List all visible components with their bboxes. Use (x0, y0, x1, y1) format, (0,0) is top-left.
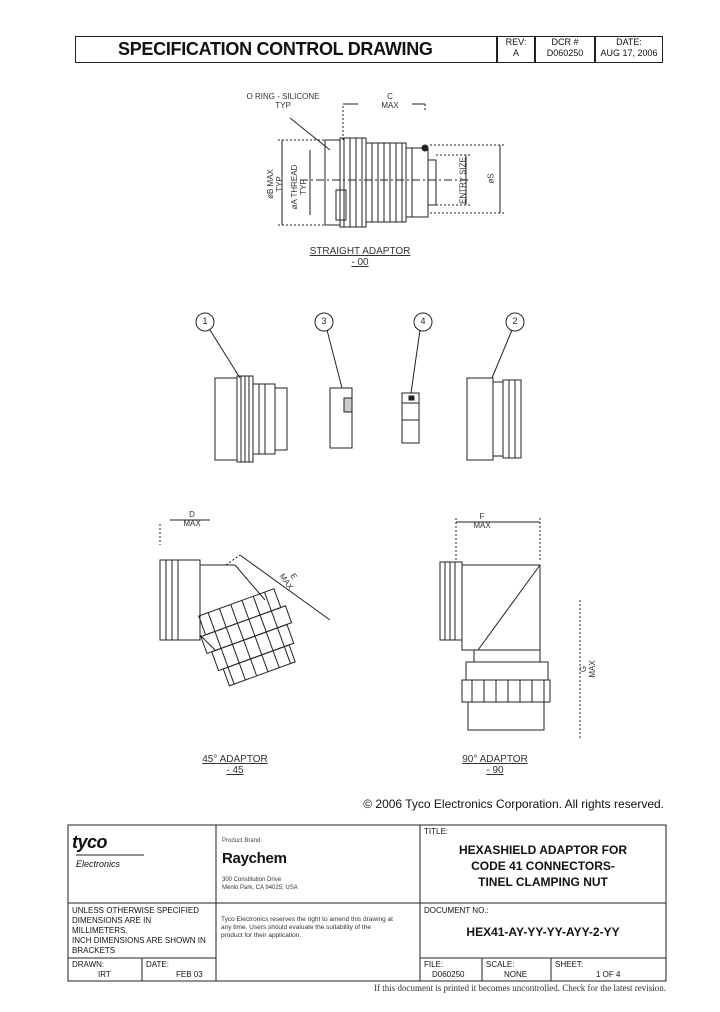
adaptor-45-caption: 45° ADAPTOR - 45 (190, 754, 280, 776)
file-label: FILE: (424, 960, 444, 969)
drawing-title: SPECIFICATION CONTROL DRAWING (75, 36, 497, 63)
notes-line3: MILLIMETERS. (72, 926, 128, 935)
notes-line4: INCH DIMENSIONS ARE SHOWN IN (72, 936, 206, 945)
date-value: AUG 17, 2006 (600, 48, 658, 58)
g-max-text: MAX (588, 660, 597, 678)
drawing-title-text: SPECIFICATION CONTROL DRAWING (118, 39, 433, 59)
balloon-4: 4 (420, 316, 426, 326)
title-line1: HEXASHIELD ADAPTOR FOR (458, 843, 627, 857)
adaptor-45-drawing (159, 519, 331, 687)
entry-size-label: ENTRY SIZE (459, 146, 468, 216)
adaptor-45-title: 45° ADAPTOR (202, 754, 268, 765)
raychem-logo: Raychem (222, 850, 287, 867)
dcr-label: DCR # (551, 37, 579, 47)
drawn-label: DRAWN: (72, 960, 105, 969)
address: 300 Constitution Drive Menlo Park, CA 94… (222, 876, 298, 892)
adaptor-90-title: 90° ADAPTOR (462, 754, 528, 765)
c-max-text: MAX (381, 101, 399, 110)
parts-exploded-view (195, 312, 525, 463)
adaptor-90-suffix: - 90 (486, 765, 504, 776)
dcr-cell: DCR # D060250 (535, 36, 595, 63)
d-max-text: MAX (183, 519, 201, 528)
rev-value: A (512, 48, 519, 58)
notes-line5: BRACKETS (72, 946, 116, 955)
straight-caption-title: STRAIGHT ADAPTOR (309, 246, 411, 257)
units-notes: UNLESS OTHERWISE SPECIFIED DIMENSIONS AR… (72, 906, 214, 956)
notes-line2: DIMENSIONS ARE IN (72, 916, 152, 925)
straight-caption-suffix: - 00 (351, 257, 369, 268)
d-label: D (189, 510, 195, 519)
balloon-3: 3 (321, 316, 327, 326)
tyco-logo: tyco (72, 832, 108, 852)
electronics-text: Electronics (76, 859, 121, 869)
dcr-value: D060250 (546, 48, 584, 58)
disclaimer-line2: any time. Users should evaluate the suit… (221, 924, 371, 931)
g-max-label: G MAX (579, 649, 597, 689)
disclaimer-line3: product for their application. (221, 932, 302, 939)
disclaimer: Tyco Electronics reserves the right to a… (221, 916, 417, 940)
oring-label-line1: O RING - SILICONE (246, 92, 320, 101)
straight-adaptor-caption: STRAIGHT ADAPTOR - 00 (300, 246, 420, 268)
f-label: F (479, 512, 485, 521)
b-label: øB MAX (266, 169, 275, 199)
adaptor-90-caption: 90° ADAPTOR - 90 (450, 754, 540, 776)
sheet-label: SHEET: (555, 960, 584, 969)
rev-cell: REV: A (497, 36, 535, 63)
file-value: D060250 (432, 970, 465, 979)
a-typ-text: TYP (299, 179, 308, 195)
oring-label-line2: TYP (275, 101, 291, 110)
sheet-value: 1 OF 4 (596, 970, 621, 979)
title-line2: CODE 41 CONNECTORS- (471, 859, 615, 873)
document-number: HEX41-AY-YY-YY-AYY-2-YY (466, 925, 620, 939)
drawn-date-label: DATE: (146, 960, 169, 969)
straight-adaptor-drawing (278, 103, 504, 228)
f-max-label: F MAX (462, 512, 502, 530)
d-max-label: D MAX (172, 510, 212, 528)
b-max-label: øB MAX TYP (266, 154, 284, 214)
s-dia-label: øS (487, 164, 496, 194)
uncontrolled-note: If this document is printed it becomes u… (374, 983, 666, 993)
s-dia-text: øS (486, 173, 496, 184)
adaptor-45-suffix: - 45 (226, 765, 244, 776)
docno-label: DOCUMENT NO.: (424, 906, 489, 915)
product-brand-label: Product Brand (222, 838, 261, 844)
c-max-label: C MAX (370, 92, 410, 110)
f-max-text: MAX (473, 521, 491, 530)
balloon-1: 1 (202, 316, 208, 326)
balloon-2: 2 (512, 316, 518, 326)
address-line1: 300 Constitution Drive (222, 877, 282, 883)
adaptor-90-drawing (439, 518, 581, 740)
b-typ-text: TYP (275, 176, 284, 192)
oring-label: O RING - SILICONE TYP (238, 92, 328, 110)
scale-label: SCALE: (486, 960, 515, 969)
address-line2: Menlo Park, CA 94025, USA (222, 885, 298, 891)
copyright: © 2006 Tyco Electronics Corporation. All… (363, 797, 664, 811)
drawn-value: IRT (98, 970, 111, 979)
rev-label: REV: (505, 37, 527, 47)
notes-line1: UNLESS OTHERWISE SPECIFIED (72, 906, 199, 915)
scale-value: NONE (504, 970, 528, 979)
entry-size-text: ENTRY SIZE (458, 157, 468, 204)
c-label: C (387, 92, 393, 101)
drawn-date-value: FEB 03 (176, 970, 203, 979)
title-label: TITLE: (424, 827, 449, 836)
document-title: HEXASHIELD ADAPTOR FOR CODE 41 CONNECTOR… (420, 842, 666, 890)
title-block-grid (67, 824, 667, 982)
date-label: DATE: (616, 37, 642, 47)
title-line3: TINEL CLAMPING NUT (478, 875, 608, 889)
g-label: G (579, 665, 588, 673)
date-cell: DATE: AUG 17, 2006 (595, 36, 663, 63)
a-label: øA THREAD (290, 164, 299, 210)
a-thread-label: øA THREAD TYP (290, 152, 308, 222)
disclaimer-line1: Tyco Electronics reserves the right to a… (221, 916, 393, 923)
